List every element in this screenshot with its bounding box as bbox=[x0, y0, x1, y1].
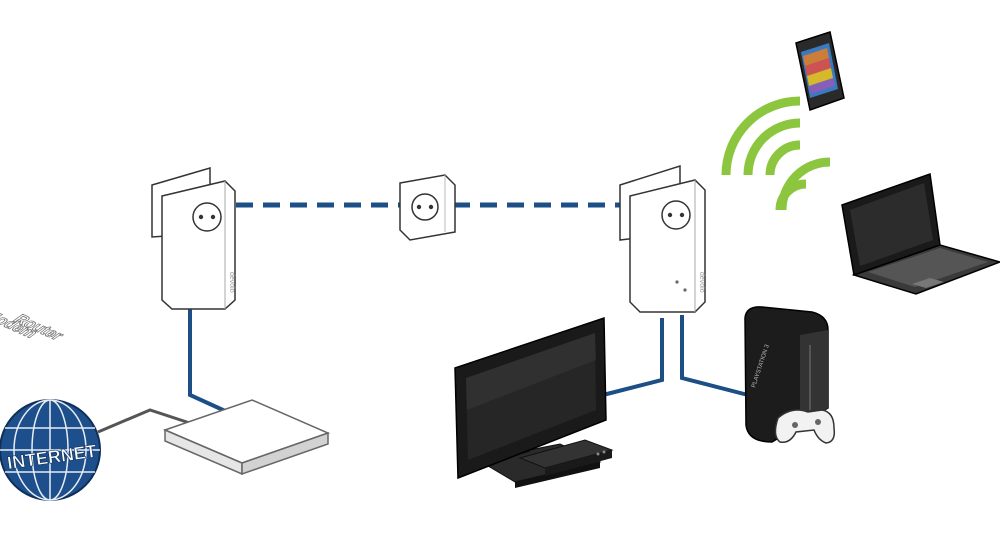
adapter-brand-right: devolo bbox=[698, 272, 705, 293]
modem-router-icon: Modem Router bbox=[0, 308, 331, 476]
ethernet-cable-console bbox=[680, 315, 749, 397]
wifi-signal-icon bbox=[721, 96, 801, 176]
adapter-brand-left: devolo bbox=[228, 272, 235, 293]
globe-icon: INTERNET bbox=[0, 399, 101, 501]
ethernet-cable-router bbox=[188, 308, 246, 422]
smartphone-icon bbox=[795, 31, 845, 111]
powerline-adapter-icon: devolo bbox=[619, 164, 706, 313]
game-console-icon: PLAYSTATION 3 bbox=[744, 306, 829, 443]
powerline-adapter-icon: devolo bbox=[151, 166, 236, 310]
wall-socket-icon bbox=[399, 174, 456, 241]
tv-icon bbox=[454, 316, 614, 488]
ethernet-cable-tv bbox=[602, 318, 664, 397]
gamepad-icon bbox=[774, 409, 836, 444]
laptop-icon bbox=[841, 172, 1000, 295]
wifi-signal-icon bbox=[775, 157, 831, 211]
